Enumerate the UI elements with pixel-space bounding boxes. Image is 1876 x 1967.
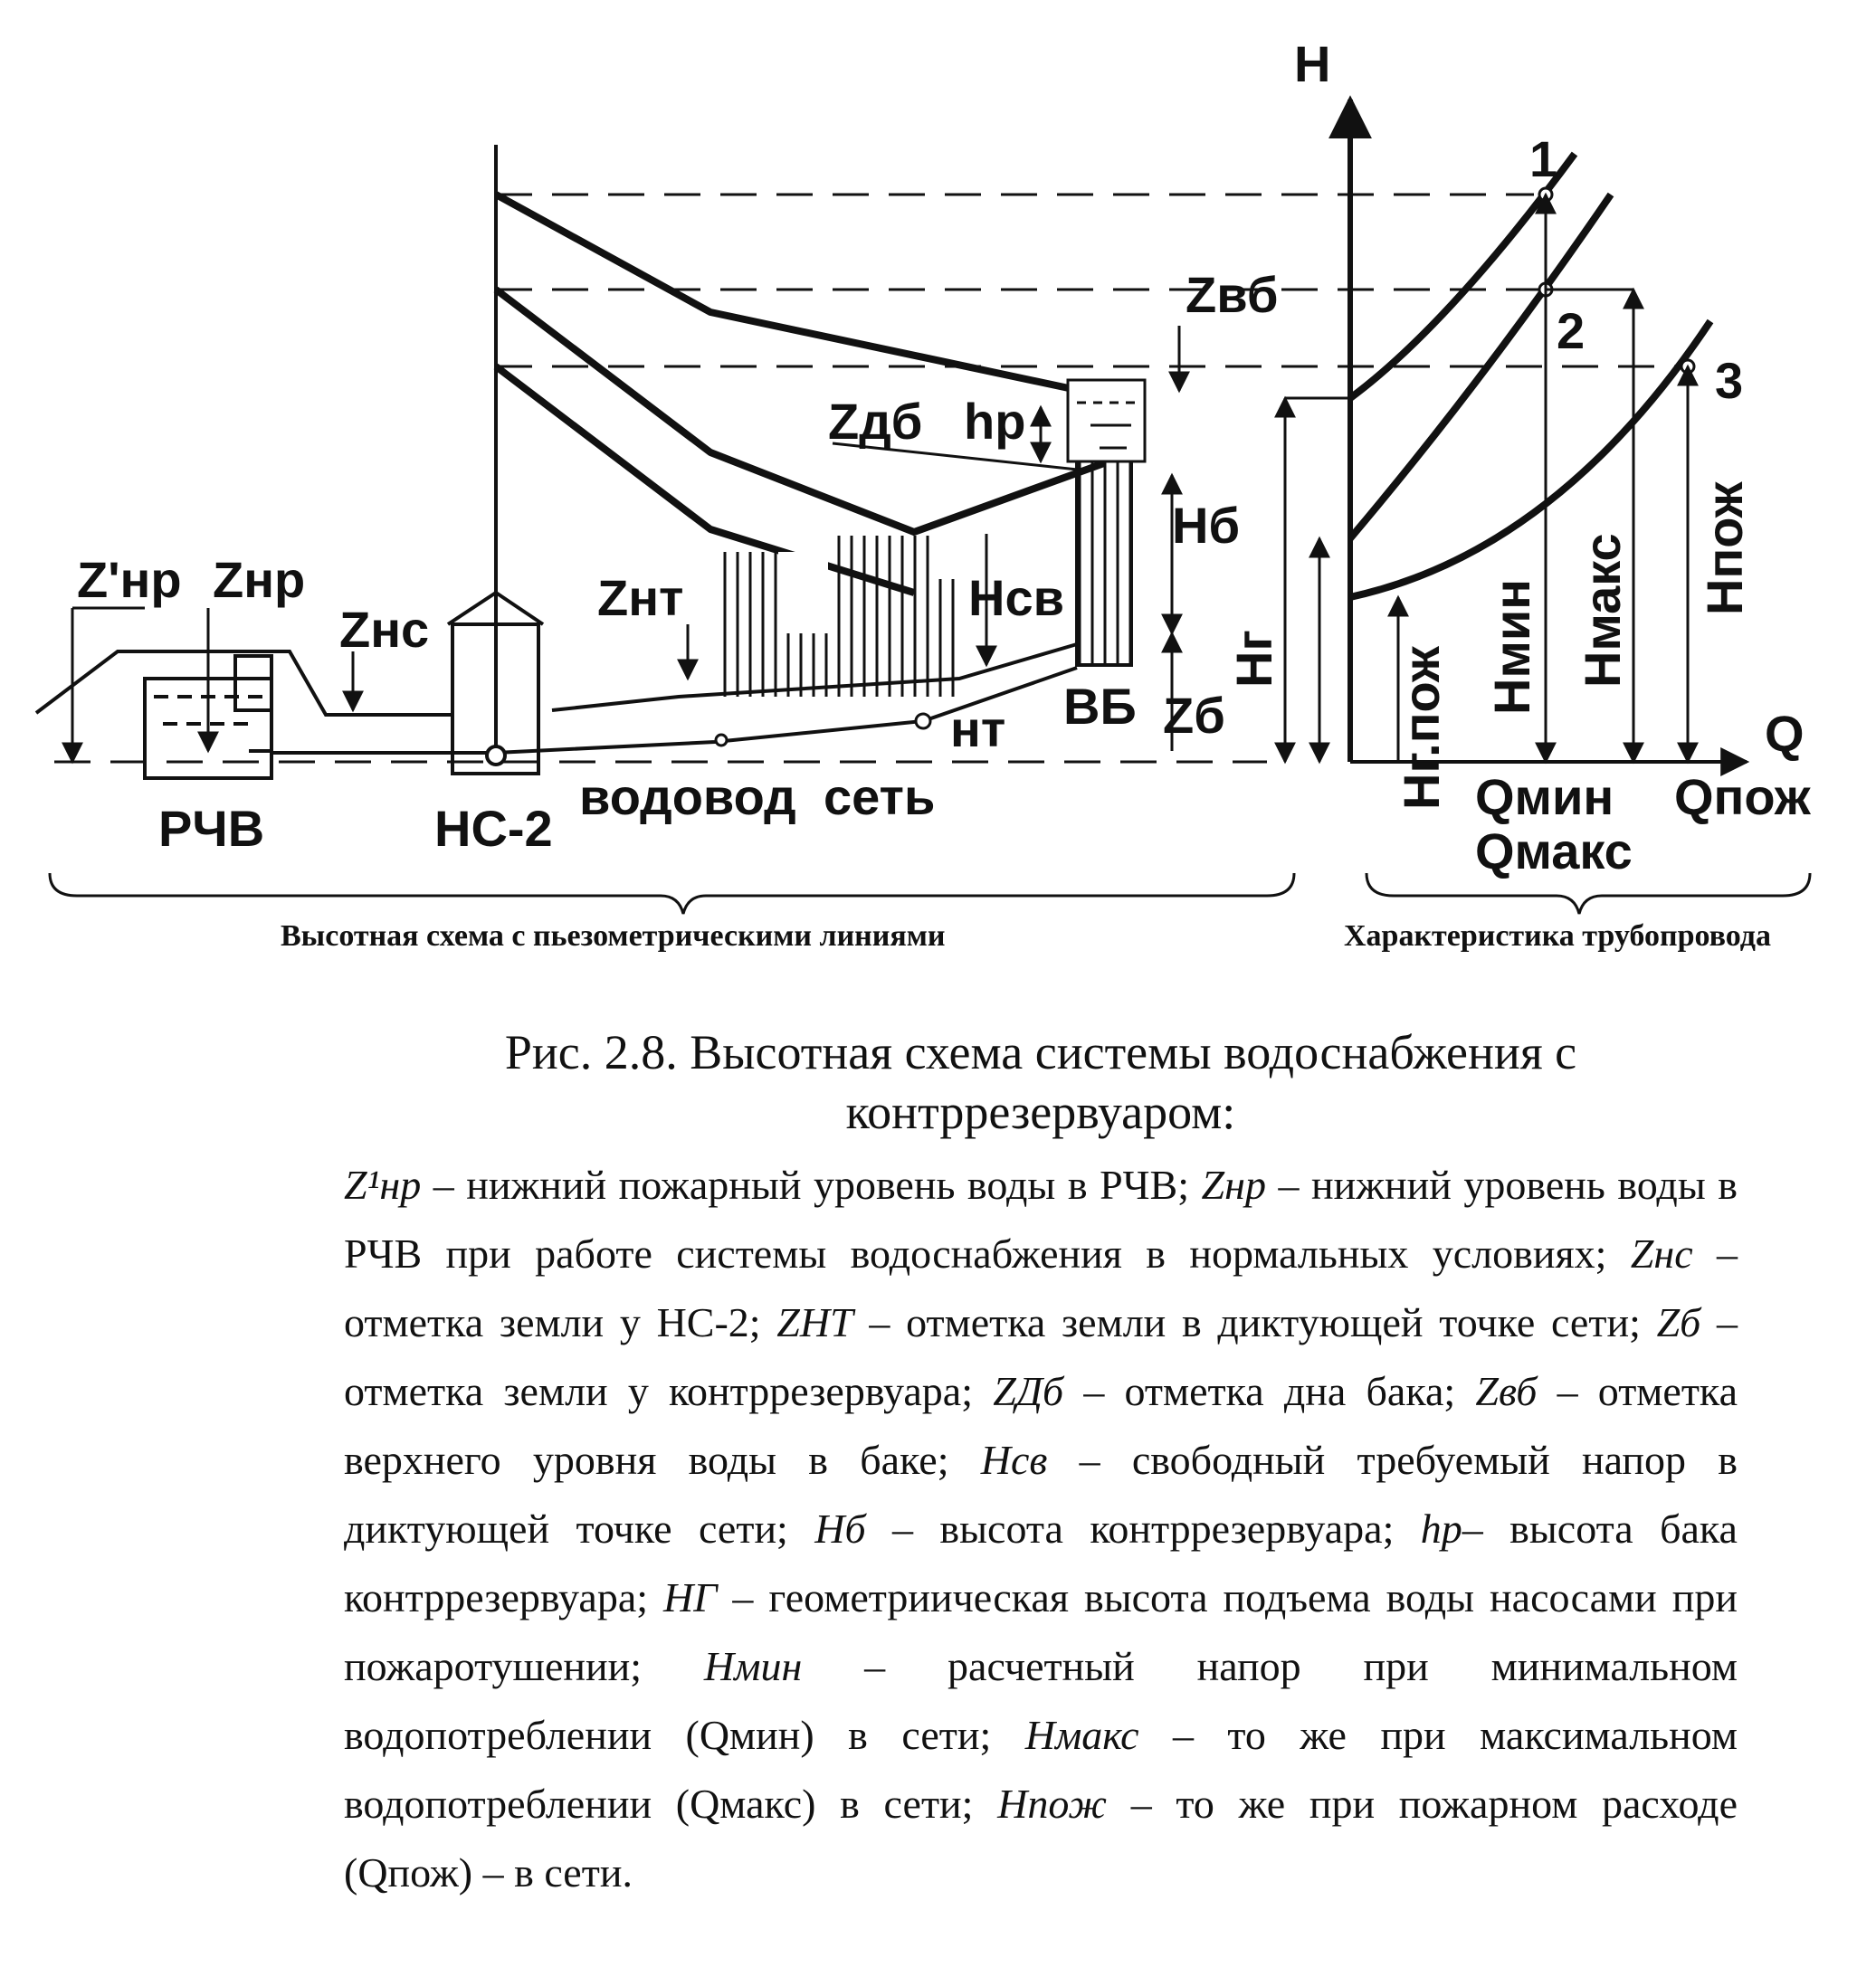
label-h-maks: Hмакс <box>1574 533 1631 688</box>
label-h-pozh: Hпож <box>1696 480 1753 615</box>
label-z-b: Zб <box>1163 687 1225 744</box>
water-supply-height-diagram: Z'нр Zнр Zнс Zнт Zдб hр Zвб Hб Hсв Zб РЧ… <box>34 35 1812 953</box>
left-diagram-labels: Z'нр Zнр Zнс Zнт Zдб hр Zвб Hб Hсв Zб РЧ… <box>77 266 1278 857</box>
right-brace <box>1365 872 1812 915</box>
label-z-db: Zдб <box>828 393 922 450</box>
curve-1-label: 1 <box>1529 130 1557 187</box>
legend-description: – геометриическая высота подъема воды на… <box>344 1574 1738 1689</box>
label-h-sv: Hсв <box>968 569 1064 626</box>
water-tower <box>1066 378 1147 667</box>
label-q-pozh: Qпож <box>1674 768 1812 825</box>
legend-description: – отметка земли у НС-2; <box>344 1231 1738 1345</box>
braces <box>48 872 1812 915</box>
legend-description: – отметка земли у контррезервуара; <box>344 1299 1738 1414</box>
legend-description: – отметка дна бака; <box>1063 1368 1476 1414</box>
legend-symbol: Zнс <box>1630 1231 1693 1277</box>
legend-symbol: Hмин <box>703 1643 803 1689</box>
legend-symbol: Z¹нр <box>344 1162 422 1208</box>
piezometric-line-fire <box>494 191 1082 394</box>
legend-symbol: ZДб <box>993 1368 1064 1414</box>
curve-3-label: 3 <box>1715 352 1743 409</box>
right-plot-labels: H Q 1 2 3 Qмин Qпож Qмакс Hг Hг.пож Hмин… <box>1225 35 1812 879</box>
curve-2-label: 2 <box>1557 302 1585 359</box>
curve-3 <box>1349 318 1714 601</box>
piezometric-line-max <box>493 286 1106 536</box>
legend-symbol: HГ <box>663 1574 718 1620</box>
label-z-ns: Zнс <box>339 601 429 658</box>
legend-symbol: Hб <box>814 1506 866 1552</box>
legend-description: – то же при пожарном расходе (Qпож) – в … <box>344 1781 1738 1896</box>
legend-symbol: Hсв <box>980 1437 1048 1483</box>
dimension-arrows <box>62 326 1190 765</box>
left-brace <box>48 872 1296 915</box>
axis-h-label: H <box>1294 35 1330 92</box>
network-buildings <box>715 536 957 697</box>
label-q-min: Qмин <box>1475 768 1614 825</box>
label-z-nt: Zнт <box>597 569 683 626</box>
figure-title: Рис. 2.8. Высотная схема системы водосна… <box>504 1025 1577 1139</box>
label-h-g: Hг <box>1225 630 1282 688</box>
legend-symbol: Zвб <box>1475 1368 1538 1414</box>
label-h-g-pozh: Hг.пож <box>1393 645 1450 810</box>
legend-description: – отметка земли в диктующей точке сети; <box>852 1299 1657 1345</box>
axis-q-label: Q <box>1765 705 1805 762</box>
legend-description: – высота бака контррезервуара; <box>344 1506 1738 1620</box>
legend-description: – свободный требуемый напор в диктующей … <box>344 1437 1738 1552</box>
legend-description: – расчетный напор при минимальном водопо… <box>344 1643 1738 1758</box>
pumping-station-ns2 <box>446 590 545 775</box>
label-vodovod: водовод <box>579 768 796 825</box>
legend-symbol: Zнр <box>1201 1162 1266 1208</box>
left-brace-caption: Высотная схема с пьезометрическими линия… <box>281 919 946 953</box>
figure-caption: Рис. 2.8. Высотная схема системы водосна… <box>344 1022 1738 1907</box>
label-h-b: Hб <box>1172 497 1240 554</box>
label-rchv: РЧВ <box>158 800 264 857</box>
legend-symbol: ZНТ <box>776 1299 853 1345</box>
label-set: сеть <box>824 768 935 825</box>
legend-description: – высота контррезервуара; <box>865 1506 1421 1552</box>
legend-description: – отметка верхнего уровня воды в баке; <box>344 1368 1738 1483</box>
legend-symbol: hр <box>1420 1506 1462 1552</box>
pipeline-characteristic-plot <box>1274 95 1750 776</box>
ground-and-pipe <box>34 642 1078 755</box>
legend-symbol: Zб <box>1656 1299 1701 1345</box>
label-q-maks: Qмакс <box>1475 822 1633 879</box>
label-nt: нт <box>950 700 1005 757</box>
figure-legend: Z¹нр – нижний пожарный уровень воды в РЧ… <box>344 1151 1738 1907</box>
legend-description: – нижний уровень воды в РЧВ при работе с… <box>344 1162 1738 1277</box>
label-ns2: НС-2 <box>434 800 553 857</box>
right-brace-caption: Характеристика трубопровода <box>1344 919 1771 953</box>
label-z-nr: Zнр <box>213 551 305 608</box>
legend-symbol: Hпож <box>997 1781 1108 1827</box>
legend-symbol: Hмакс <box>1024 1712 1139 1758</box>
legend-description: – то же при максимальном водопотреблении… <box>344 1712 1738 1827</box>
curve-2 <box>1347 192 1614 541</box>
label-h-r: hр <box>964 393 1025 450</box>
label-z-nr-prime: Z'нр <box>77 551 182 608</box>
label-z-vb: Zвб <box>1186 266 1278 323</box>
label-h-min: Hмин <box>1483 579 1540 715</box>
label-vb: ВБ <box>1063 678 1137 735</box>
legend-description: – нижний пожарный уровень воды в РЧВ; <box>421 1162 1202 1208</box>
